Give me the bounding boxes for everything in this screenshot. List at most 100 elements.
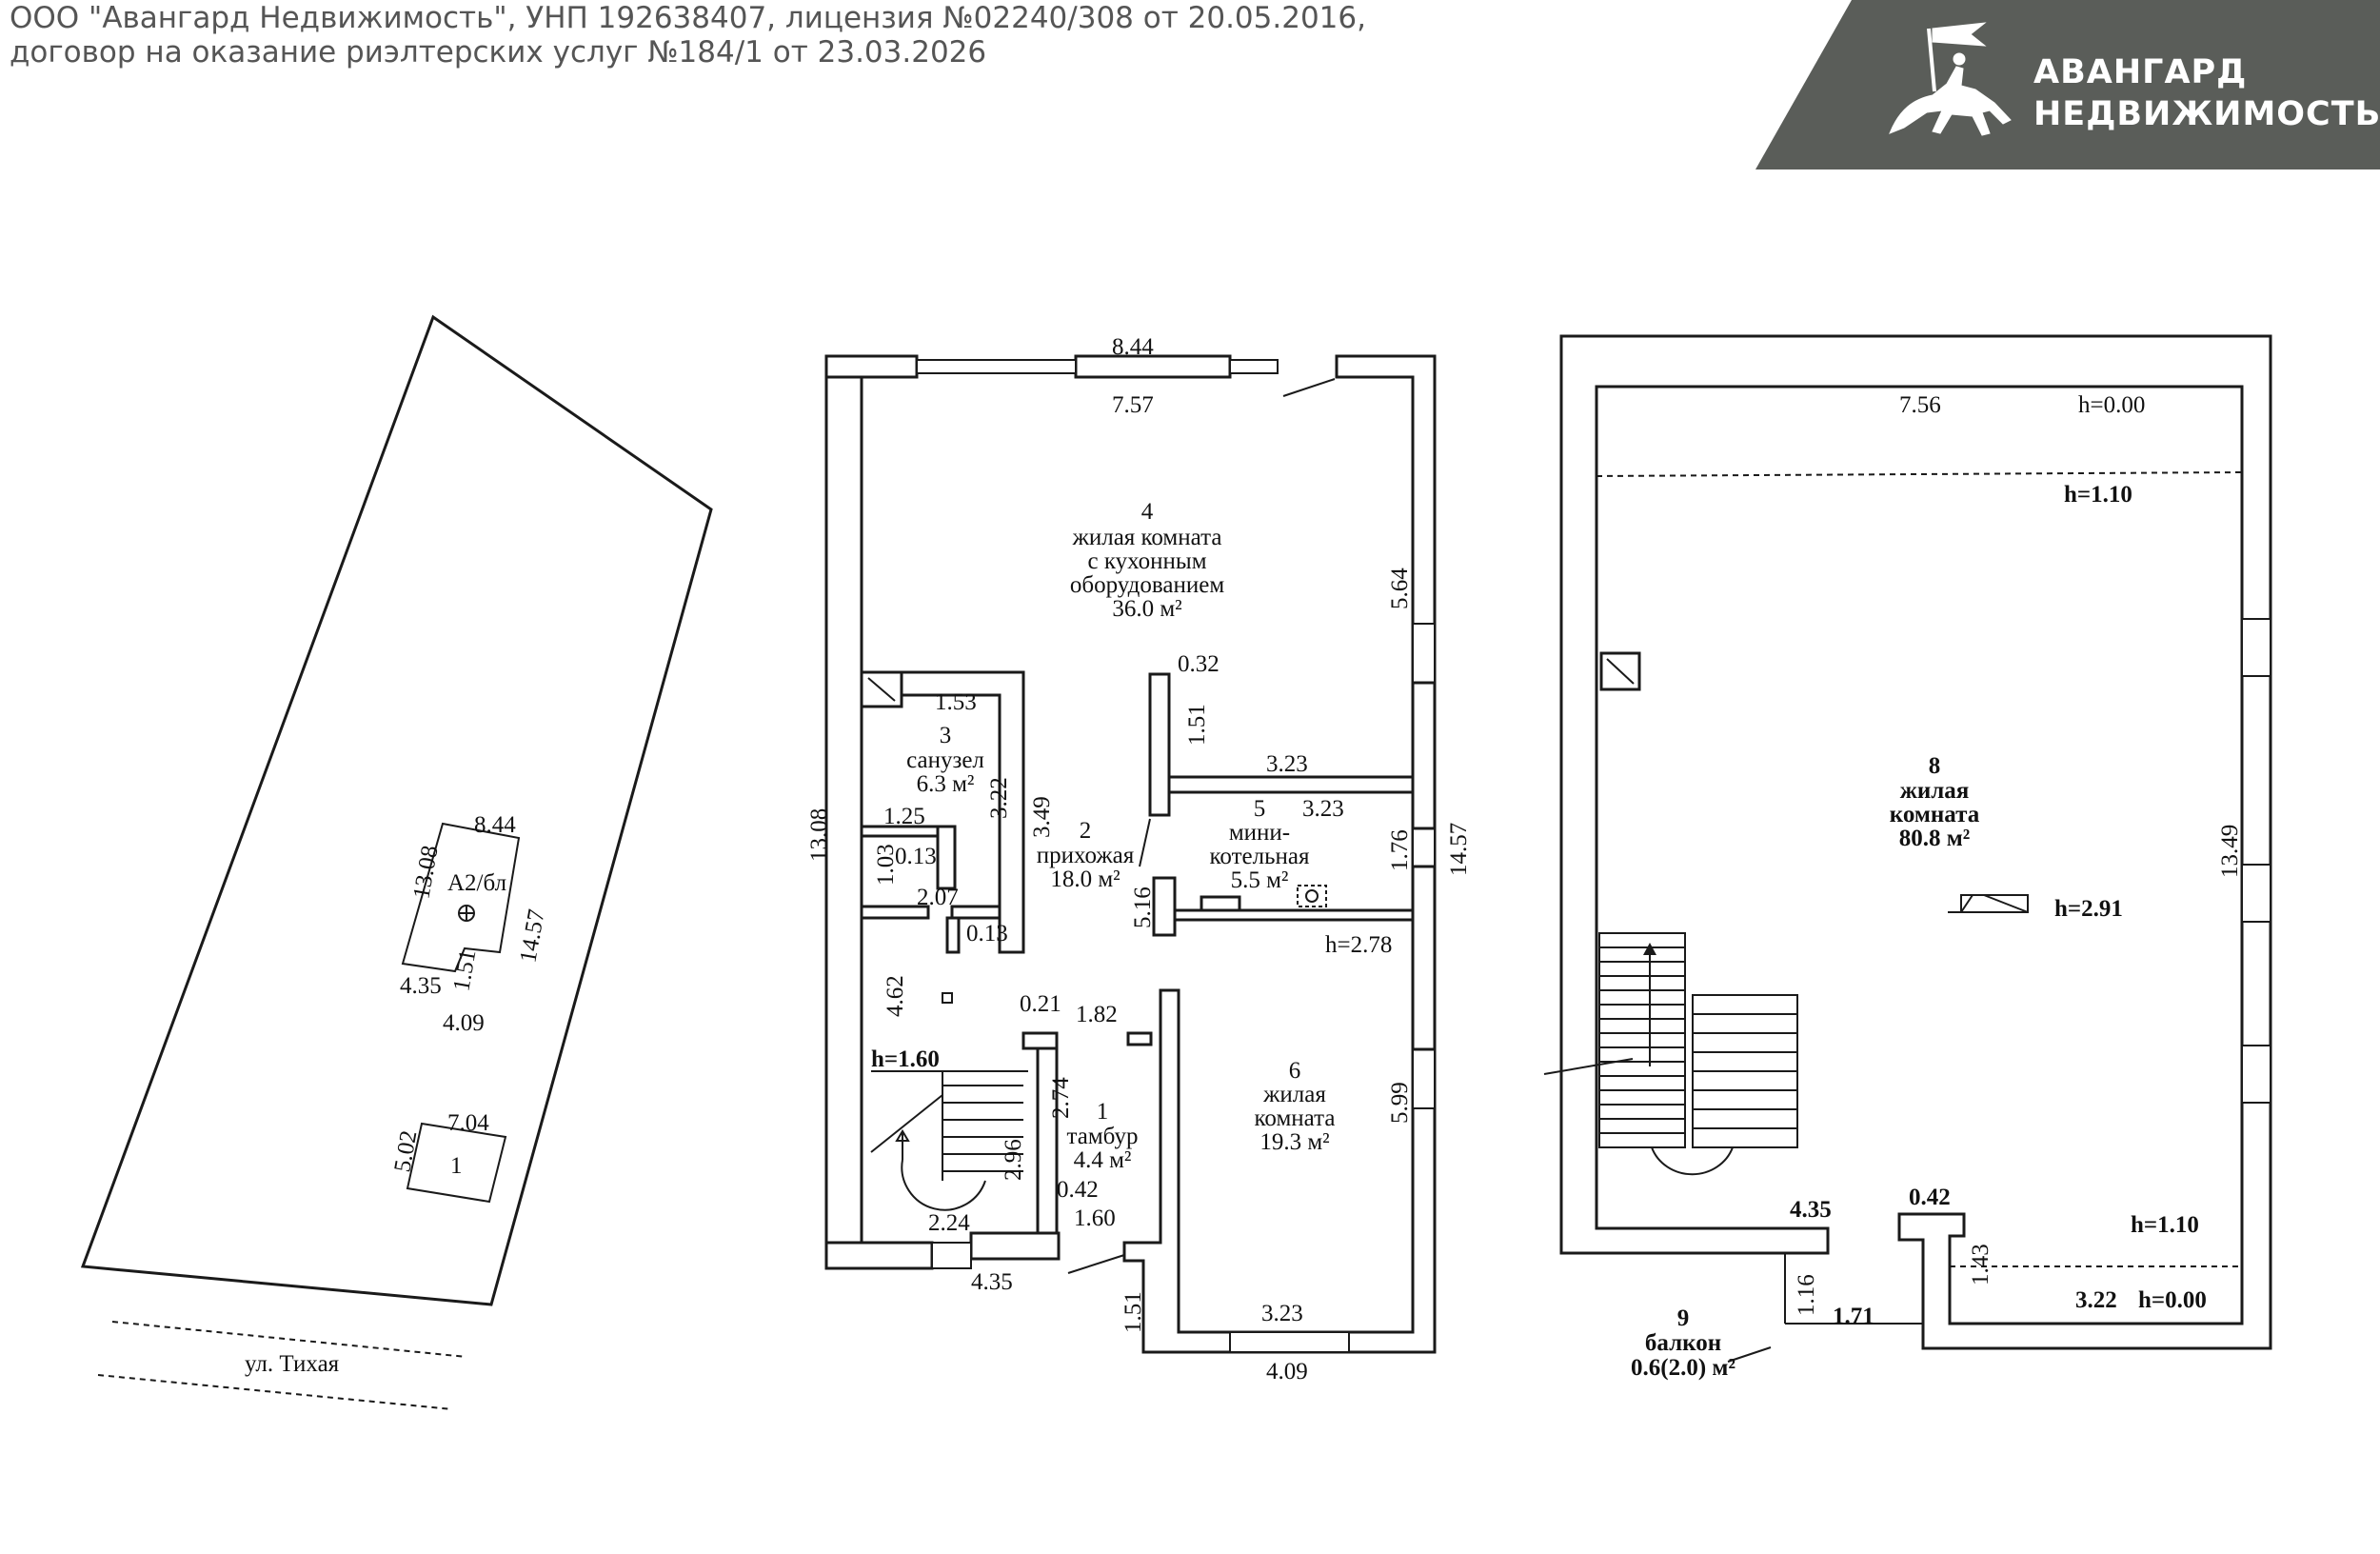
brand-name-line1: АВАНГАРД — [2033, 53, 2248, 91]
floor1-plan: 8.44 7.57 13.08 14.57 5.64 1.76 5.99 0.3… — [806, 334, 1472, 1385]
svg-text:3: 3 — [940, 723, 952, 748]
svg-text:18.0 м²: 18.0 м² — [1050, 867, 1120, 892]
floor2-walls — [1559, 334, 2272, 1350]
svg-text:36.0 м²: 36.0 м² — [1112, 596, 1181, 622]
f1-dim-top-outer: 8.44 — [1112, 334, 1154, 360]
f2-dim-435: 4.35 — [1790, 1197, 1832, 1223]
floor1-window-bottom — [1229, 1331, 1350, 1353]
f1-dim-103: 1.03 — [873, 844, 899, 886]
f1-dim-274: 2.74 — [1048, 1077, 1074, 1119]
site-dim-left: 13.08 — [408, 844, 443, 901]
site-dim-bottom: 4.09 — [443, 1010, 485, 1036]
svg-text:котельная: котельная — [1210, 844, 1310, 869]
f1-dim-322: 3.22 — [986, 777, 1012, 819]
room-2-label: 2 прихожая 18.0 м² — [1037, 818, 1135, 892]
f2-dim-h000-top: h=0.00 — [2078, 392, 2145, 418]
floor1-window-top-left — [916, 359, 1077, 374]
floor2-window-3 — [2241, 1045, 2271, 1104]
svg-text:19.3 м²: 19.3 м² — [1259, 1129, 1329, 1155]
room-9-label: 9 балкон 0.6(2.0) м² — [1631, 1305, 1735, 1381]
f1-dim-042: 0.42 — [1057, 1177, 1099, 1203]
f1-dim-151b: 1.51 — [1121, 1291, 1146, 1333]
svg-text:комната: комната — [1255, 1106, 1336, 1131]
svg-text:оборудованием: оборудованием — [1070, 572, 1224, 598]
f1-dim-323a: 3.23 — [1266, 751, 1308, 777]
site-house-outline — [401, 822, 521, 973]
room-5-label: 5 мини- котельная 5.5 м² — [1210, 796, 1310, 893]
site-outbuilding-height: 5.02 — [389, 1128, 422, 1174]
f1-dim-h278: h=2.78 — [1325, 932, 1392, 958]
f2-dim-h000-bot: h=0.00 — [2138, 1287, 2207, 1313]
f1-dim-013a: 0.13 — [895, 844, 937, 869]
f2-dim-h110-bot: h=1.10 — [2131, 1212, 2199, 1238]
site-outbuilding-width: 7.04 — [447, 1110, 489, 1136]
floor1-window-top-right — [1229, 359, 1279, 374]
f1-dim-323b: 3.23 — [1302, 796, 1344, 822]
floor2-skylight — [1948, 894, 2029, 913]
room-8-label: 8 жилая комната 80.8 м² — [1890, 753, 1980, 851]
header-contract-line: договор на оказание риэлтерских услуг №1… — [10, 35, 987, 70]
floor2-window-1 — [2241, 618, 2271, 677]
f1-dim-032: 0.32 — [1178, 651, 1220, 677]
boiler-icon — [1297, 885, 1327, 907]
site-boundary — [80, 314, 713, 1306]
f1-dim-462: 4.62 — [883, 975, 908, 1017]
svg-text:80.8 м²: 80.8 м² — [1899, 826, 1971, 851]
svg-text:балкон: балкон — [1645, 1330, 1721, 1356]
f1-dim-right-upper: 5.64 — [1387, 568, 1413, 609]
svg-text:5: 5 — [1254, 796, 1266, 822]
svg-text:8: 8 — [1929, 753, 1941, 779]
f1-dim-296: 2.96 — [1001, 1139, 1026, 1181]
crosshair-icon — [458, 905, 475, 922]
floor1-window-right-2 — [1412, 827, 1436, 867]
floor1-stairs — [870, 1070, 1028, 1211]
svg-text:9: 9 — [1677, 1305, 1690, 1331]
svg-text:0.6(2.0) м²: 0.6(2.0) м² — [1631, 1355, 1735, 1381]
svg-text:4.4 м²: 4.4 м² — [1074, 1147, 1132, 1173]
f2-dim-h110-top: h=1.10 — [2064, 482, 2132, 508]
f1-dim-207: 2.07 — [917, 885, 959, 910]
f1-dim-right-outer: 14.57 — [1446, 823, 1472, 876]
f1-dim-left-outer: 13.08 — [806, 808, 832, 862]
room-1-label: 1 тамбур 4.4 м² — [1067, 1099, 1139, 1173]
svg-text:1: 1 — [1097, 1099, 1109, 1125]
site-dim-step1: 4.35 — [400, 973, 442, 999]
f1-dim-409: 4.09 — [1266, 1359, 1308, 1385]
brand-name-line2: НЕДВИЖИМОСТЬ — [2033, 95, 2380, 133]
floor2-window-2 — [2241, 864, 2271, 923]
svg-text:тамбур: тамбур — [1067, 1124, 1139, 1149]
svg-text:6.3 м²: 6.3 м² — [917, 771, 975, 797]
f2-dim-right: 13.49 — [2217, 825, 2243, 878]
f1-dim-125: 1.25 — [883, 804, 925, 829]
room-3-label: 3 санузел 6.3 м² — [906, 723, 984, 797]
f1-dim-013b: 0.13 — [966, 921, 1008, 946]
floor1-window-right-3 — [1412, 1048, 1436, 1109]
f1-dim-516: 5.16 — [1130, 887, 1156, 928]
site-house-label: А2/бл — [447, 870, 506, 896]
f1-dim-160: 1.60 — [1074, 1205, 1116, 1231]
f1-dim-151a: 1.51 — [1184, 704, 1210, 746]
svg-text:комната: комната — [1890, 802, 1980, 827]
f1-dim-top-inner: 7.57 — [1112, 392, 1154, 418]
horse-rider-icon — [1889, 22, 2012, 136]
street-edge-bottom — [97, 1374, 453, 1410]
svg-text:жилая: жилая — [1262, 1082, 1326, 1107]
svg-text:жилая комната: жилая комната — [1072, 525, 1222, 550]
room-6-label: 6 жилая комната 19.3 м² — [1255, 1058, 1336, 1155]
f1-dim-224: 2.24 — [928, 1210, 970, 1236]
f2-dim-h291: h=2.91 — [2054, 896, 2123, 922]
brand-banner — [1755, 0, 2380, 169]
svg-text:с кухонным: с кухонным — [1087, 548, 1206, 574]
f1-dim-323c: 3.23 — [1261, 1301, 1303, 1326]
f1-dim-right-lower: 5.99 — [1387, 1082, 1413, 1124]
f1-dim-h160: h=1.60 — [871, 1046, 940, 1072]
f2-dim-143: 1.43 — [1968, 1244, 1993, 1285]
site-dim-step2: 1.51 — [448, 947, 481, 993]
f2-dim-322: 3.22 — [2075, 1287, 2117, 1313]
f1-dim-021: 0.21 — [1020, 991, 1061, 1017]
header-license-line: ООО "Авангард Недвижимость", УНП 1926384… — [10, 1, 1366, 35]
svg-text:2: 2 — [1080, 818, 1092, 844]
svg-text:прихожая: прихожая — [1037, 843, 1135, 868]
f1-dim-349: 3.49 — [1029, 796, 1055, 838]
